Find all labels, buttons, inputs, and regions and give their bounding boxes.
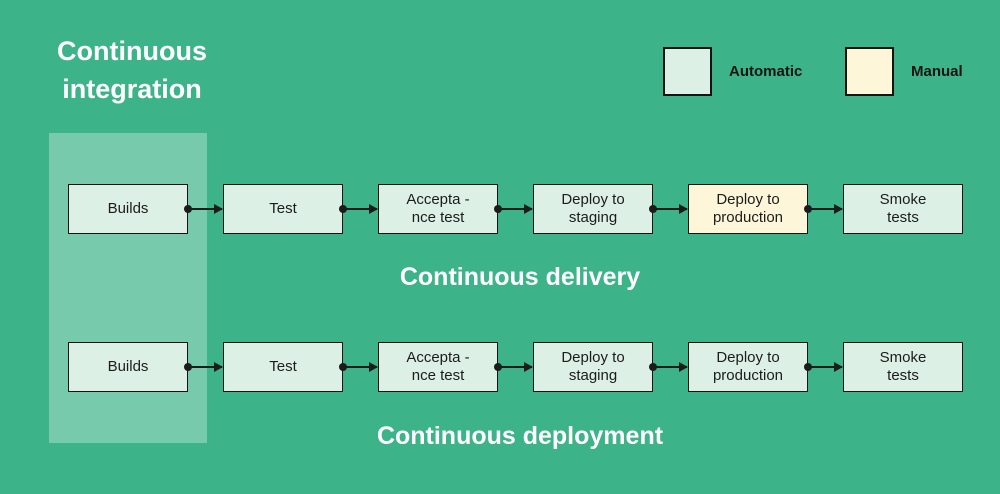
legend-item-manual: Manual bbox=[845, 47, 963, 96]
flow-arrow bbox=[494, 204, 533, 214]
stage-deploy-staging-deployment: Deploy to staging bbox=[533, 342, 653, 392]
stage-deploy-staging-delivery: Deploy to staging bbox=[533, 184, 653, 234]
ci-highlight-band bbox=[49, 133, 207, 443]
flow-arrow bbox=[184, 204, 223, 214]
stage-smoke-tests-deployment: Smoke tests bbox=[843, 342, 963, 392]
manual-color-swatch bbox=[845, 47, 894, 96]
stage-acceptance-test-deployment: Accepta - nce test bbox=[378, 342, 498, 392]
stage-smoke-tests-delivery: Smoke tests bbox=[843, 184, 963, 234]
flow-arrow bbox=[184, 362, 223, 372]
automatic-color-swatch bbox=[663, 47, 712, 96]
flow-arrow bbox=[494, 362, 533, 372]
pipeline-label-deployment: Continuous deployment bbox=[376, 422, 664, 450]
stage-deploy-production-delivery: Deploy to production bbox=[688, 184, 808, 234]
pipeline-label-delivery: Continuous delivery bbox=[399, 263, 641, 291]
stage-test-delivery: Test bbox=[223, 184, 343, 234]
flow-arrow bbox=[804, 204, 843, 214]
legend-item-automatic: Automatic bbox=[663, 47, 802, 96]
page-title: Continuous integration bbox=[57, 36, 207, 104]
flow-arrow bbox=[339, 362, 378, 372]
legend-label-manual: Manual bbox=[911, 63, 963, 80]
flow-arrow bbox=[804, 362, 843, 372]
legend-label-automatic: Automatic bbox=[729, 63, 803, 80]
flow-arrow bbox=[339, 204, 378, 214]
stage-builds-delivery: Builds bbox=[68, 184, 188, 234]
stage-builds-deployment: Builds bbox=[68, 342, 188, 392]
flow-arrow bbox=[649, 204, 688, 214]
stage-test-deployment: Test bbox=[223, 342, 343, 392]
stage-deploy-production-deployment: Deploy to production bbox=[688, 342, 808, 392]
flow-arrow bbox=[649, 362, 688, 372]
stage-acceptance-test-delivery: Accepta - nce test bbox=[378, 184, 498, 234]
